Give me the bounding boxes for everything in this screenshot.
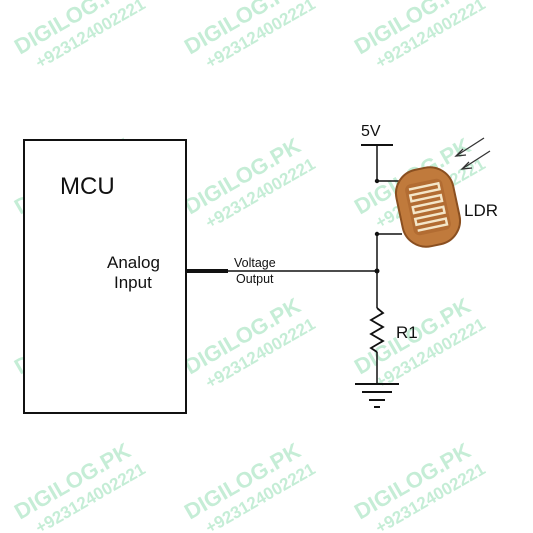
- watermark-tile: DIGILOG.PK+923124002221: [350, 438, 489, 533]
- supply-label: 5V: [361, 123, 381, 140]
- watermark-tile: DIGILOG.PK+923124002221: [350, 293, 489, 393]
- resistor-label: R1: [396, 323, 418, 342]
- resistor-r1: [369, 307, 385, 353]
- junction-dot-bottom: [374, 231, 380, 237]
- junction-dot-top: [374, 178, 380, 184]
- watermark-tile: DIGILOG.PK+923124002221: [180, 133, 319, 233]
- mcu-input-label-1: Analog: [107, 253, 160, 272]
- ground-icon: [355, 383, 399, 408]
- light-arrows-icon: [454, 137, 491, 170]
- mcu-input-label-2: Input: [114, 273, 152, 292]
- watermark-tile: DIGILOG.PK+923124002221: [350, 0, 489, 73]
- wire-label-2: Output: [236, 272, 274, 286]
- watermark-tile: DIGILOG.PK+923124002221: [10, 0, 149, 73]
- wire-label-1: Voltage: [234, 256, 276, 270]
- ldr-label: LDR: [464, 201, 498, 220]
- mcu-title: MCU: [60, 173, 115, 200]
- watermark-tile: DIGILOG.PK+923124002221: [180, 293, 319, 393]
- junction-dot-output: [374, 268, 380, 274]
- mcu-box: [23, 139, 187, 414]
- watermark-tile: DIGILOG.PK+923124002221: [10, 438, 149, 533]
- watermark-tile: DIGILOG.PK+923124002221: [180, 438, 319, 533]
- watermark-tile: DIGILOG.PK+923124002221: [180, 0, 319, 73]
- ldr-component: [394, 166, 462, 248]
- ldr-track: [408, 181, 449, 232]
